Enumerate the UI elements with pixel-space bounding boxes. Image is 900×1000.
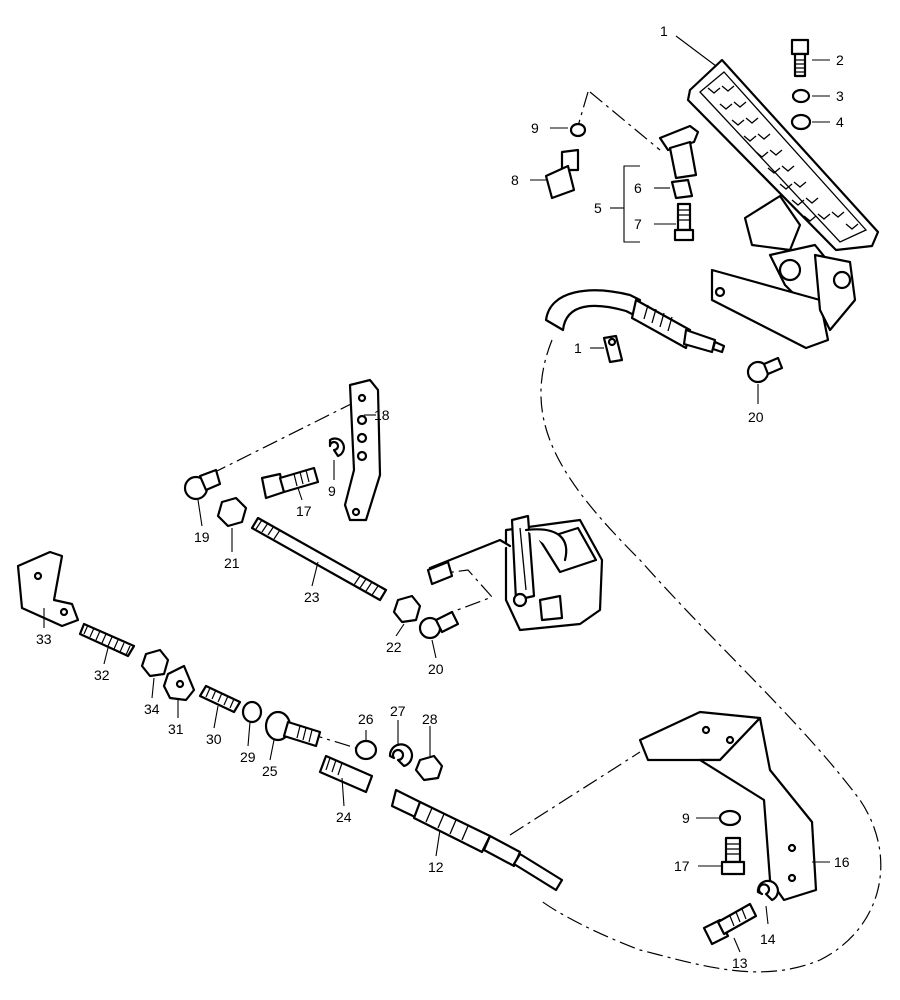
callout-27: 27 — [390, 703, 406, 719]
bracket-16 — [638, 710, 818, 902]
callout-24: 24 — [336, 809, 352, 825]
callout-1-clip: 1 — [574, 340, 582, 356]
callout-3: 3 — [836, 88, 844, 104]
washer-26 — [354, 739, 378, 761]
ball-joint-20-mid — [418, 610, 460, 640]
callout-9-bottom: 9 — [682, 810, 690, 826]
nut-4 — [790, 113, 812, 131]
callout-23: 23 — [304, 589, 320, 605]
nut-28 — [414, 754, 444, 782]
callout-25: 25 — [262, 763, 278, 779]
nut-21 — [216, 496, 248, 528]
rod-end-25 — [264, 710, 322, 748]
clip-9-mid — [328, 437, 345, 458]
nut-34 — [140, 648, 170, 678]
callout-17-bottom: 17 — [674, 858, 690, 874]
clip-14 — [756, 879, 779, 902]
bracket-33 — [16, 550, 80, 628]
pump-governor — [426, 514, 604, 632]
washer-3 — [791, 88, 811, 104]
callout-18: 18 — [374, 407, 390, 423]
stud-24 — [318, 754, 374, 794]
pedal-cable — [544, 289, 726, 354]
callout-2: 2 — [836, 52, 844, 68]
callout-33: 33 — [36, 631, 52, 647]
callout-12: 12 — [428, 859, 444, 875]
callout-19: 19 — [194, 529, 210, 545]
bolt-8 — [544, 148, 580, 200]
callout-5: 5 — [594, 200, 602, 216]
nut-6 — [670, 178, 694, 200]
ball-joint-19 — [183, 468, 222, 501]
callout-14: 14 — [760, 931, 776, 947]
callout-9-top: 9 — [531, 120, 539, 136]
callout-26: 26 — [358, 711, 374, 727]
callout-7: 7 — [634, 216, 642, 232]
bolt-13 — [702, 902, 758, 946]
callout-20-top: 20 — [748, 409, 764, 425]
ball-joint-20-top — [746, 356, 784, 384]
nut-22 — [392, 594, 422, 624]
callout-6: 6 — [634, 180, 642, 196]
callout-9-mid: 9 — [328, 483, 336, 499]
callout-34: 34 — [144, 701, 160, 717]
throttle-cable-12 — [390, 788, 564, 892]
callout-4: 4 — [836, 114, 844, 130]
callout-labels: 1 2 3 4 9 8 6 5 7 1 20 18 9 17 19 21 23 … — [36, 23, 850, 971]
threaded-rod-23 — [250, 516, 388, 602]
callout-32: 32 — [94, 667, 110, 683]
bolt-17-mid — [260, 466, 320, 500]
callout-13: 13 — [732, 955, 748, 971]
callout-17-mid: 17 — [296, 503, 312, 519]
leader-lines — [43, 35, 830, 953]
clip-1 — [602, 334, 624, 364]
bushing-29 — [241, 700, 263, 724]
clip-27 — [388, 743, 414, 768]
callout-31: 31 — [168, 721, 184, 737]
lever-18 — [343, 378, 382, 522]
callout-22: 22 — [386, 639, 402, 655]
bracket-31 — [162, 664, 196, 702]
accelerator-pedal — [686, 58, 880, 350]
clip-9-top — [569, 122, 587, 138]
callout-28: 28 — [422, 711, 438, 727]
bolt-2 — [790, 38, 810, 78]
nut-9-bottom — [718, 809, 742, 827]
bolt-17-bottom — [720, 836, 746, 876]
callout-29: 29 — [240, 749, 256, 765]
callout-1-pedal: 1 — [660, 23, 668, 39]
callout-8: 8 — [511, 172, 519, 188]
spring-32 — [78, 622, 136, 658]
callout-20-mid: 20 — [428, 661, 444, 677]
callout-21: 21 — [224, 555, 240, 571]
bolt-7 — [673, 202, 695, 242]
callout-16: 16 — [834, 854, 850, 870]
spring-30 — [198, 684, 242, 714]
bracket-5 — [658, 124, 700, 180]
callout-30: 30 — [206, 731, 222, 747]
